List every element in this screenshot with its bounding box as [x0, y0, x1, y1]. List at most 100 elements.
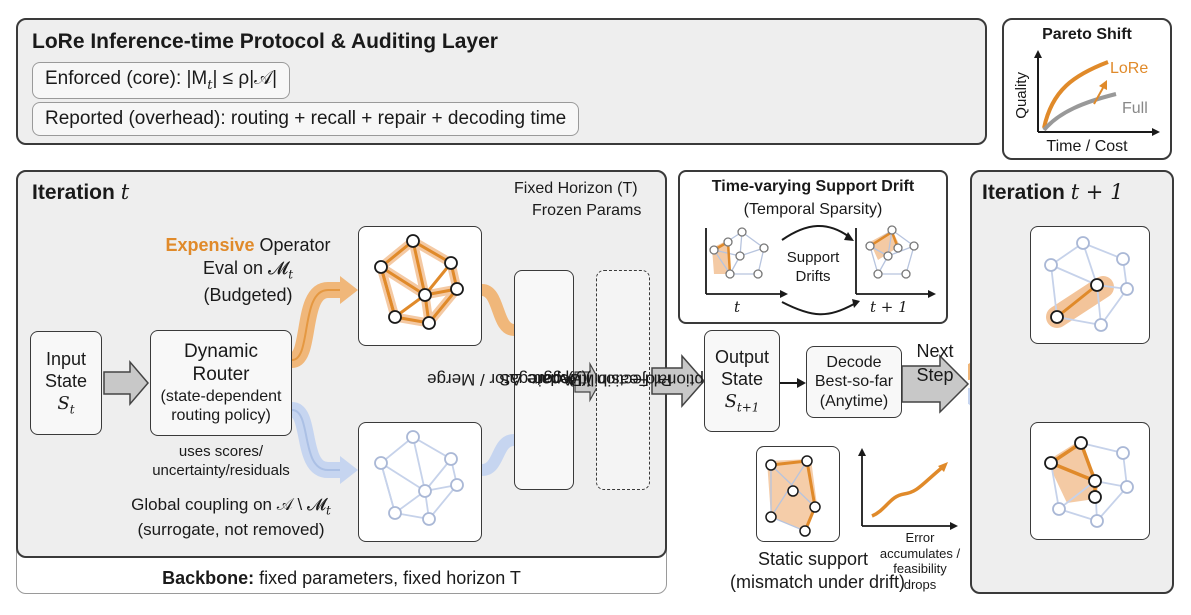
eval-sub: t	[288, 267, 294, 282]
orange-flow-upper	[289, 282, 342, 368]
uses-scores-2: uncertainty/residuals	[152, 461, 290, 479]
next-orange-graph	[1030, 226, 1150, 344]
static-1: Static support	[757, 549, 869, 569]
orange-graph-svg	[374, 234, 464, 330]
output-state-box: Output State St+1	[704, 330, 780, 432]
iteration-t1-var: t + 1	[1070, 180, 1124, 204]
pareto-lore-label: LoRe	[1110, 60, 1149, 77]
next-step-label: Next Step	[902, 341, 968, 386]
reported-text: Reported (overhead): routing + recall + …	[45, 108, 567, 129]
pareto-plot	[1034, 50, 1160, 136]
input-sub: t	[69, 402, 75, 417]
global-sub: t	[326, 503, 331, 518]
backbone-label: Backbone: fixed parameters, fixed horizo…	[16, 568, 667, 589]
enforced-tail: | ≤ ρ|𝒜|	[212, 68, 278, 89]
reported-pill: Reported (overhead): routing + recall + …	[32, 102, 580, 136]
support-2: Drifts	[795, 267, 831, 285]
static-support-label: Static support (mismatch under drift)	[730, 548, 906, 593]
router-l2: Router	[192, 363, 250, 385]
projection-box	[596, 270, 650, 490]
proj-output-arrow	[651, 354, 705, 408]
static-2: (mismatch under drift)	[730, 571, 906, 592]
full-curve	[1042, 92, 1117, 132]
pareto-full-label: Full	[1122, 100, 1148, 117]
surrogate-graph	[358, 422, 482, 542]
input-router-arrow	[103, 359, 149, 407]
next-blue-graph	[1030, 422, 1150, 540]
orange-flow-merge	[480, 284, 516, 336]
drift-axis-t1: t + 1	[870, 298, 908, 316]
output-l1: Output	[714, 347, 770, 368]
global-2: (surrogate, not removed)	[137, 519, 325, 539]
blue-graph-svg	[374, 430, 464, 526]
static-graph-svg	[765, 455, 821, 537]
enforced-pill: Enforced (core): |Mt| ≤ ρ|𝒜|	[32, 62, 291, 99]
enforced-sub: t	[207, 77, 213, 93]
dynamic-router-box: Dynamic Router (state-dependent routing …	[150, 330, 292, 436]
pareto-panel: Pareto Shift Quality LoRe Full Time / Co…	[1002, 18, 1172, 160]
iteration-t-title: Iteration t	[32, 180, 129, 205]
expensive-word: Expensive	[165, 235, 255, 255]
input-l1: Input	[45, 349, 87, 370]
error-2: accumulates /	[879, 545, 961, 561]
error-label: Error accumulates / feasibility drops	[870, 530, 970, 592]
error-plot	[858, 448, 958, 530]
aggregator-box	[514, 270, 574, 490]
expensive-rest: Operator	[259, 235, 331, 255]
static-support-graph	[756, 446, 840, 542]
uses-scores: uses scores/ uncertainty/residuals	[150, 443, 292, 481]
drift-axis-t: t	[734, 298, 741, 316]
lore-curve	[1042, 60, 1109, 129]
next-2: Step	[916, 364, 954, 385]
fixed-horizon: Fixed Horizon (T)	[514, 180, 638, 197]
output-l2: State	[720, 369, 764, 389]
projection-text-wrap: Projection / Repair (Optional Feasibilit…	[532, 270, 722, 490]
blue-flow-lower	[289, 402, 342, 478]
iteration-t1-label: Iteration	[982, 181, 1065, 204]
input-state-box: Input State St	[30, 331, 102, 435]
global-coupling: Global coupling on 𝒜 \ 𝓜t (surrogate, no…	[106, 494, 356, 541]
expensive-operator-graph	[358, 226, 482, 346]
iteration-t-var: t	[120, 180, 130, 204]
budgeted: (Budgeted)	[203, 284, 293, 305]
blue-flow-merge	[480, 434, 516, 476]
error-curve	[871, 464, 946, 518]
uses-scores-1: uses scores/	[178, 443, 264, 460]
expensive-label: Expensive Operator Eval on 𝓜t (Budgeted)	[138, 234, 358, 307]
drift-title: Time-varying Support Drift	[711, 178, 915, 195]
iteration-t-label: Iteration	[32, 181, 115, 204]
frozen-params: Frozen Params	[532, 202, 642, 219]
error-4: drops	[903, 576, 937, 592]
enforced-text: Enforced (core): |M	[45, 68, 208, 89]
iteration-t1-title: Iteration t + 1	[982, 180, 1123, 205]
global-1: Global coupling on 𝒜 \ 𝓜	[131, 495, 326, 514]
support-drifts: Support Drifts	[778, 249, 848, 287]
next-step-arrow	[901, 354, 970, 414]
error-3: feasibility	[893, 561, 947, 577]
support-1: Support	[786, 249, 840, 266]
backbone-rest: fixed parameters, fixed horizon T	[259, 568, 521, 588]
projection-2: (Optional Feasibility)	[566, 370, 722, 390]
output-var: S	[724, 390, 737, 412]
drift-plot	[705, 224, 936, 316]
protocol-panel: LoRe Inference-time Protocol & Auditing …	[16, 18, 987, 145]
router-l4: routing policy)	[171, 406, 271, 424]
pareto-title: Pareto Shift	[1042, 26, 1132, 43]
backbone-bold: Backbone:	[162, 568, 255, 588]
agg-proj-arrow	[574, 361, 601, 403]
decode-box: Decode Best-so-far (Anytime)	[806, 346, 902, 418]
input-var: S	[57, 392, 70, 414]
protocol-title: LoRe Inference-time Protocol & Auditing …	[32, 30, 498, 53]
error-1: Error	[905, 530, 935, 545]
input-l2: State	[44, 371, 88, 391]
next-blue-svg	[1044, 436, 1134, 528]
decode-1: Decode	[826, 354, 882, 372]
decode-2: Best-so-far	[814, 373, 894, 391]
pareto-xlabel: Time / Cost	[1046, 138, 1128, 155]
router-l3: (state-dependent	[160, 387, 282, 405]
drift-subtitle: (Temporal Sparsity)	[743, 201, 883, 218]
output-sub: t+1	[736, 400, 760, 415]
router-l1: Dynamic	[184, 341, 258, 363]
next-1: Next	[916, 341, 954, 361]
decode-3: (Anytime)	[819, 392, 889, 410]
